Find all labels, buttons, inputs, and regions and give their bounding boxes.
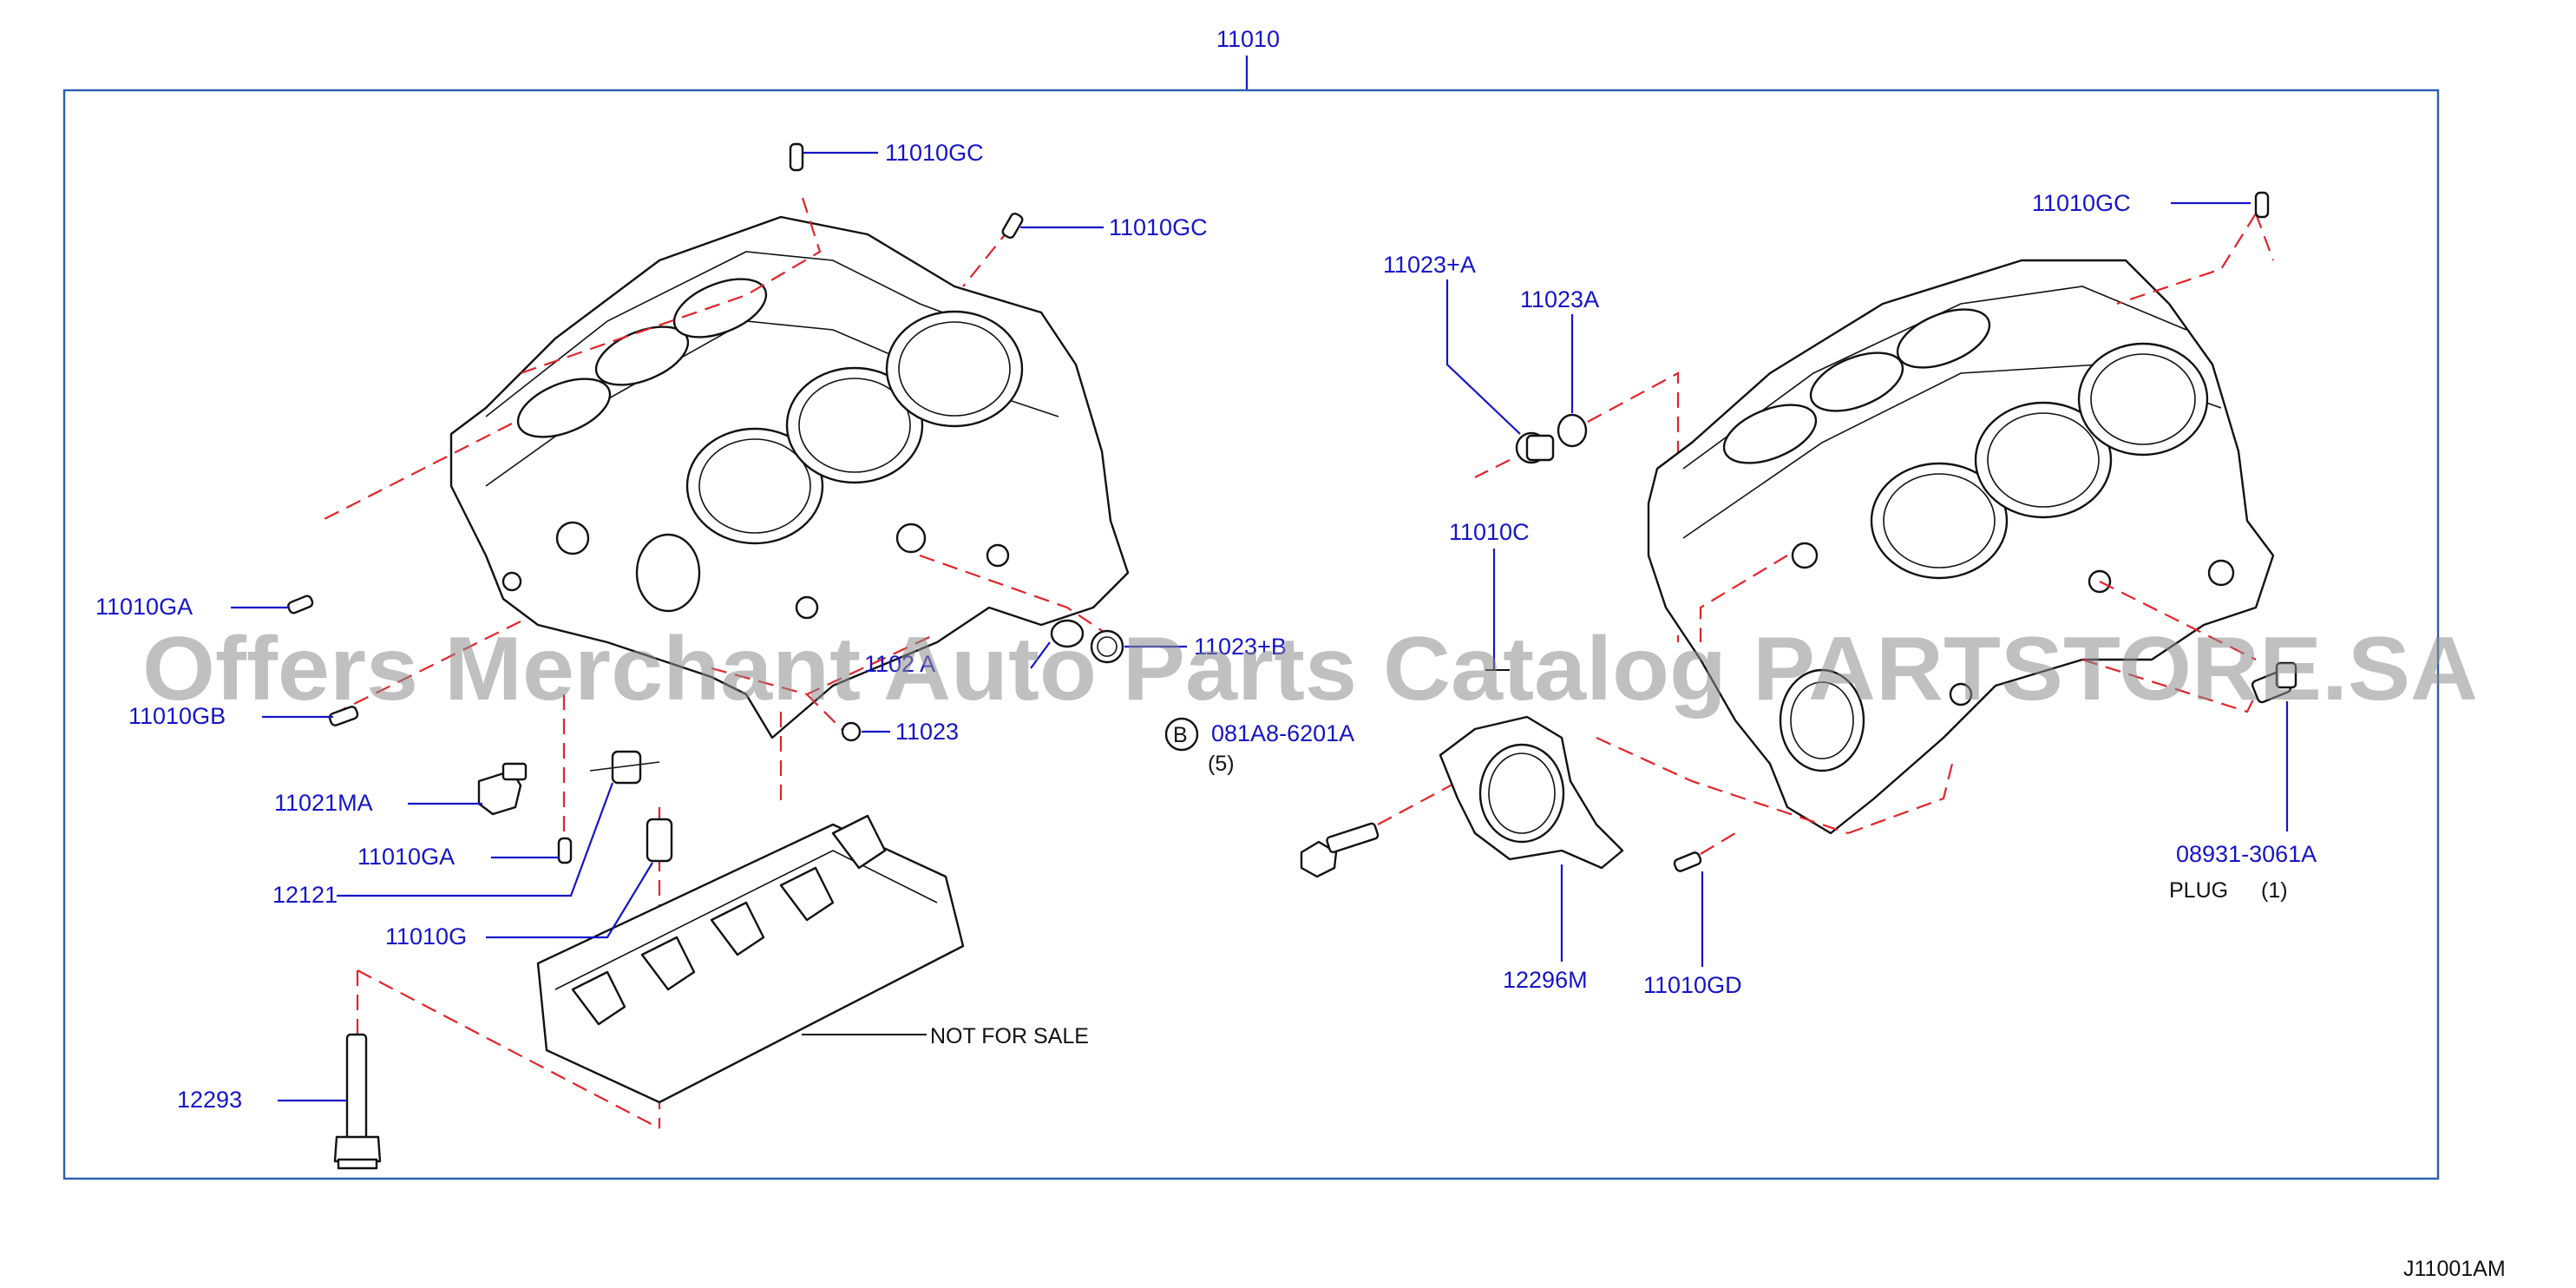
label-bolt-qty: (5) <box>1208 752 1235 776</box>
dowel-pin-gc-top <box>789 142 804 172</box>
dowel-pin-gd <box>1673 851 1702 872</box>
diagram-frame <box>62 89 2440 1180</box>
label-11023a[interactable]: 11023A <box>1520 286 1599 312</box>
label-plug: PLUG <box>2169 878 2228 903</box>
label-11010gc-mid[interactable]: 11010GC <box>1109 214 1208 240</box>
label-11010c[interactable]: 11010C <box>1449 519 1530 545</box>
plug-08931 <box>2251 661 2297 704</box>
bearing-beam <box>536 814 965 1104</box>
label-12293[interactable]: 12293 <box>177 1087 242 1113</box>
engine-block-left <box>449 215 1130 739</box>
label-11023a-partial[interactable]: 1102 A <box>864 651 935 677</box>
label-11010ga-left[interactable]: 11010GA <box>95 594 193 620</box>
svg-text:B: B <box>1173 723 1188 747</box>
label-12121[interactable]: 12121 <box>272 882 338 908</box>
seal-ring-11023a <box>1557 413 1588 448</box>
label-11010ga-lower[interactable]: 11010GA <box>357 844 455 870</box>
label-not-for-sale[interactable]: NOT FOR SALE <box>930 1024 1089 1048</box>
sleeve-11010g <box>646 818 673 863</box>
label-11023[interactable]: 11023 <box>895 719 959 745</box>
dowel-pin-ga-lower <box>557 837 573 864</box>
label-11010gc-top[interactable]: 11010GC <box>885 140 984 166</box>
plug-11023plusa <box>1515 431 1555 464</box>
engine-block-right <box>1647 259 2275 835</box>
watermark: Offers Merchant Auto Parts Catalog PARTS… <box>142 619 2478 720</box>
label-11021ma[interactable]: 11021MA <box>274 790 373 816</box>
nozzle-12121 <box>589 750 660 785</box>
label-08931-3061a[interactable]: 08931-3061A <box>2176 841 2317 867</box>
badge-b: B <box>1164 717 1199 752</box>
diagram-code: J11001AM <box>2403 1257 2506 1281</box>
dowel-pin-gc-mid <box>1001 213 1024 239</box>
dowel-pin-gc-right <box>2254 191 2270 219</box>
label-plug-qty: (1) <box>2261 878 2288 903</box>
dowel-pin-gb <box>328 706 359 726</box>
label-11010g[interactable]: 11010G <box>385 923 467 950</box>
label-11023b[interactable]: 11023+B <box>1194 634 1287 660</box>
dowel-pin-ga-left <box>287 595 314 614</box>
seal-ring-a-left <box>1050 619 1085 648</box>
assembly-label[interactable]: 11010 <box>1216 26 1280 52</box>
label-11023plusa[interactable]: 11023+A <box>1383 252 1476 278</box>
label-12296m[interactable]: 12296M <box>1503 967 1588 993</box>
bolt-11021ma <box>477 762 528 816</box>
plug-11023 <box>841 721 862 742</box>
plug-11023b <box>1090 629 1124 664</box>
rear-seal-retainer <box>1439 715 1624 870</box>
label-11010gc-right[interactable]: 11010GC <box>2032 190 2131 216</box>
label-11010gd[interactable]: 11010GD <box>1643 972 1742 998</box>
label-11010gb[interactable]: 11010GB <box>128 703 226 729</box>
bolt-12293 <box>333 1033 382 1170</box>
bolt-b-081a8 <box>1300 822 1380 878</box>
label-081a8-6201a[interactable]: 081A8-6201A <box>1211 720 1354 746</box>
